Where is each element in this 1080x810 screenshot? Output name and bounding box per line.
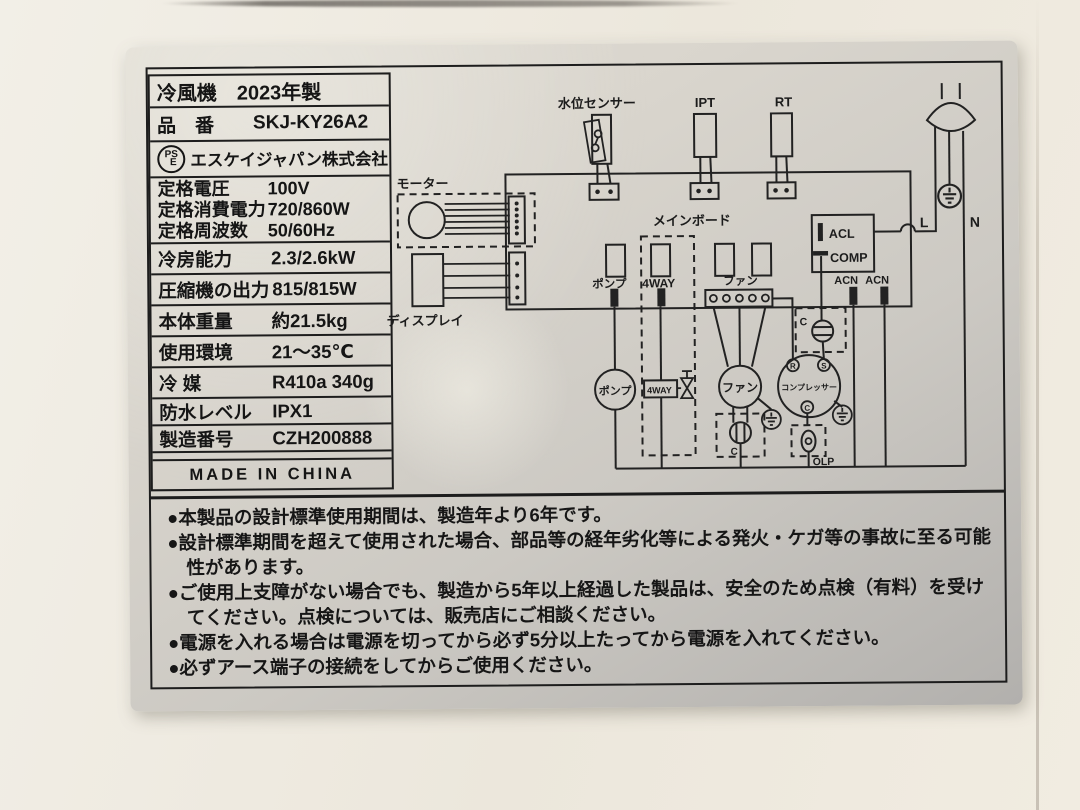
olp-label: OLP xyxy=(813,456,835,468)
spec-plate: 冷風機 2023年製 品 番 SKJ-KY26A2 PS E エスケイジャパン株… xyxy=(125,40,1023,712)
spec-label: 防水レベル xyxy=(159,401,252,423)
fan-symbol: ファン C xyxy=(712,306,782,468)
spec-label: 本体重量 xyxy=(158,310,233,332)
terminal-s-label: S xyxy=(821,362,827,371)
fan-capacitor-label: C xyxy=(731,447,738,458)
plug-ground-icon xyxy=(937,183,963,209)
maker-name: エスケイジャパン株式会社 xyxy=(190,150,389,171)
spec-value: 21～35℃ xyxy=(271,340,354,362)
section-divider xyxy=(149,489,1005,499)
ipt-label: IPT xyxy=(695,95,715,110)
rating-value: 100V xyxy=(267,177,310,198)
rating-value: 720/860W xyxy=(267,198,350,219)
spec-row: 圧縮機の出力 815/815W xyxy=(151,273,391,307)
pse-e: E xyxy=(169,157,177,169)
spec-row: 防水レベル IPX1 xyxy=(152,397,392,427)
product-title-row: 冷風機 2023年製 xyxy=(149,74,389,109)
live-label: L xyxy=(920,214,929,230)
four-way-valve-label: 4WAY xyxy=(647,385,672,395)
rating-value: 50/60Hz xyxy=(267,219,335,240)
acn-left-label: ACN xyxy=(834,275,858,287)
spec-row: 本体重量 約21.5kg xyxy=(151,304,391,338)
spec-label: 製造番号 xyxy=(159,428,234,450)
four-way-valve-symbol: 4WAY xyxy=(643,306,695,469)
rating-power: 定格消費電力 720/860W xyxy=(158,198,383,221)
motor-symbol: モーター xyxy=(396,176,536,249)
rt-sensor-symbol: RT xyxy=(766,94,797,200)
spec-row: 冷房能力 2.3/2.6kW xyxy=(150,242,391,276)
ipt-sensor-symbol: IPT xyxy=(689,95,720,201)
spec-row: 使用環境 21～35℃ xyxy=(151,335,391,369)
fan-port-label: ファン xyxy=(723,276,758,288)
four-way-port-label: 4WAY xyxy=(642,276,675,290)
product-name: 冷風機 xyxy=(156,82,217,105)
comp-label: COMP xyxy=(830,251,868,265)
spec-row: 冷 媒 R410a 340g xyxy=(151,366,392,400)
power-plug-symbol: N xyxy=(925,82,980,466)
rating-frequency: 定格周波数 50/60Hz xyxy=(158,219,383,242)
acl-label: ACL xyxy=(829,227,855,241)
spec-value: CZH200888 xyxy=(272,426,373,448)
rating-label: 定格周波数 xyxy=(157,220,248,241)
pump-symbol: ポンプ xyxy=(594,306,637,469)
spec-value: IPX1 xyxy=(272,399,313,421)
pump-label: ポンプ xyxy=(599,384,633,398)
wiring-diagram: メインボード 水位センサー xyxy=(387,82,980,470)
water-level-sensor-symbol: 水位センサー xyxy=(558,96,636,201)
live-wire: L xyxy=(873,126,937,233)
pse-mark-icon: PS E xyxy=(157,145,186,174)
rt-label: RT xyxy=(775,94,793,109)
notice-item: ●ご使用上支障がない場合でも、製造から5年以上経過した製品は、安全のため点検（有… xyxy=(167,575,985,629)
neutral-wires xyxy=(615,304,966,470)
spec-label: 使用環境 xyxy=(158,341,233,363)
made-in-row: MADE IN CHINA xyxy=(189,464,356,484)
spec-value: 815/815W xyxy=(272,277,357,299)
notice-item: ●設計標準期間を超えて使用された場合、部品等の経年劣化等による発火・ケガ等の事故… xyxy=(167,525,992,579)
notice-item: ●必ずアース端子の接続をしてからご使用ください。 xyxy=(168,653,603,679)
plate-border-box: 冷風機 2023年製 品 番 SKJ-KY26A2 PS E エスケイジャパン株… xyxy=(145,60,1008,690)
display-symbol: ディスプレイ xyxy=(387,251,527,329)
fan-label: ファン xyxy=(722,381,758,395)
rating-voltage: 定格電圧 100V xyxy=(157,177,382,200)
acn-right-label: ACN xyxy=(865,275,889,287)
display-label: ディスプレイ xyxy=(387,313,464,329)
comp-capacitor-label: C xyxy=(800,316,808,328)
compressor-symbol: C コンプレッサー R S C xyxy=(772,256,853,468)
terminal-c-label: C xyxy=(804,404,810,413)
spec-row: 製造番号 CZH200888 xyxy=(152,424,392,454)
model-label: 品 番 xyxy=(156,115,215,137)
wall-seam xyxy=(1036,0,1039,810)
ratings-row: 定格電圧 100V 定格消費電力 720/860W 定格周波数 50/60Hz xyxy=(150,176,390,245)
neutral-label: N xyxy=(970,214,980,230)
production-year: 2023年製 xyxy=(236,81,322,105)
spec-label: 冷 媒 xyxy=(158,372,202,394)
spec-label: 冷房能力 xyxy=(157,248,233,270)
compressor-label: コンプレッサー xyxy=(781,382,837,392)
compressor-ground-icon xyxy=(831,404,853,426)
spec-value: 2.3/2.6kW xyxy=(270,246,356,268)
acl-comp-relay: ACL COMP ACN ACN xyxy=(810,213,889,305)
pump-port-label: ポンプ xyxy=(592,277,627,291)
model-row: 品 番 SKJ-KY26A2 xyxy=(149,106,390,143)
spec-value: R410a 340g xyxy=(271,370,374,392)
motor-label: モーター xyxy=(396,176,448,191)
board-ports: ポンプ 4WAY ファン xyxy=(592,235,774,457)
spec-label: 圧縮機の出力 xyxy=(158,278,270,301)
spec-table: 冷風機 2023年製 品 番 SKJ-KY26A2 PS E エスケイジャパン株… xyxy=(147,72,394,492)
water-level-sensor-label: 水位センサー xyxy=(558,96,636,112)
rating-label: 定格消費電力 xyxy=(157,198,266,220)
notice-list: ●本製品の設計標準使用期間は、製造年より6年です。 ●設計標準期間を超えて使用さ… xyxy=(167,499,992,680)
maker-row: PS E エスケイジャパン株式会社 xyxy=(150,140,390,179)
appliance-top-edge xyxy=(160,0,740,7)
spec-value: 約21.5kg xyxy=(271,309,348,331)
model-number: SKJ-KY26A2 xyxy=(252,111,369,134)
rating-label: 定格電圧 xyxy=(157,178,230,199)
main-board-label: メインボード xyxy=(653,213,731,229)
terminal-r-label: R xyxy=(790,362,796,371)
